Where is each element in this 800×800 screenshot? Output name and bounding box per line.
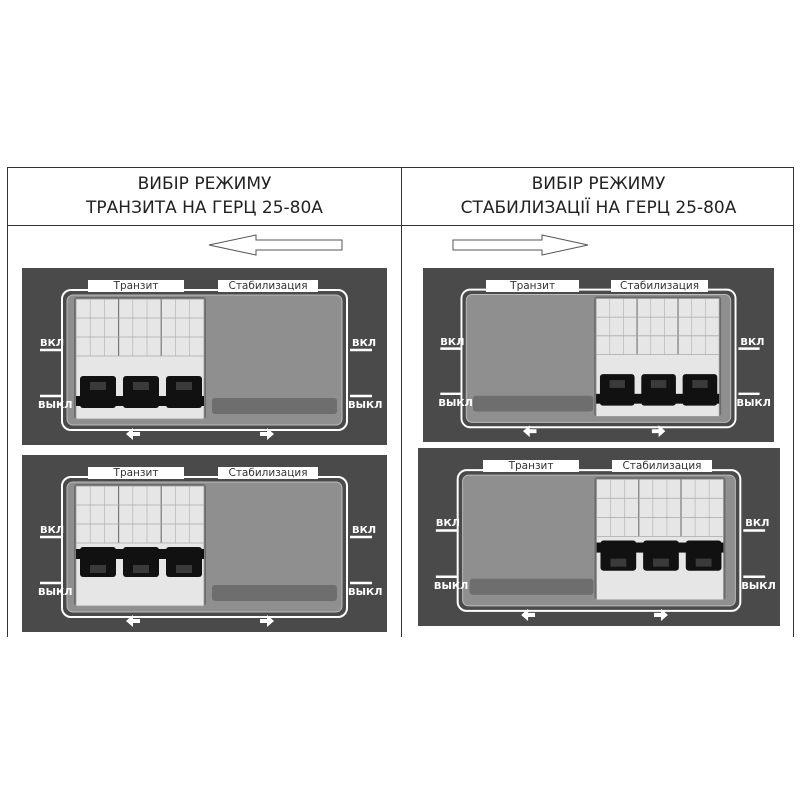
tab-transit-label: Транзит [88,467,184,479]
right-on-label: ВКЛ [745,518,770,530]
right-arrow-icon [452,234,589,256]
breaker-handle [166,376,202,408]
stab-title-line1: ВИБІР РЕЖИМУ [531,174,666,194]
left-on-label: ВКЛ [40,525,65,536]
panel-drawing [40,476,372,627]
transit-title-line1: ВИБІР РЕЖИМУ [137,174,272,194]
right-off-label: ВЫКЛ [348,587,383,598]
left-on-label: ВКЛ [40,338,65,349]
breaker-handle [600,540,637,571]
breaker-body [596,478,724,601]
breaker-handle [166,547,202,577]
din-rail-shelf [212,398,337,414]
tab-transit-label: Транзит [486,279,579,292]
stab-title-line2: СТАБИЛИЗАЦІЇ НА ГЕРЦ 25-80А [460,198,737,218]
breaker-handle [599,374,635,406]
breaker-handle [123,547,159,577]
tab-stab-label: Стабилизация [612,460,712,473]
right-nav-arrow-icon [260,615,274,627]
window-frame [460,288,737,429]
header-divider [8,225,793,226]
left-nav-arrow-icon [521,608,536,621]
breaker-handle [123,376,159,408]
breaker-body [75,485,205,607]
transit-header: ВИБІР РЕЖИМУ ТРАНЗИТА НА ГЕРЦ 25-80А [8,172,401,220]
breaker-handle [682,374,718,406]
right-on-label: ВКЛ [740,336,765,348]
right-off-label: ВЫКЛ [741,580,776,592]
stab-header: ВИБІР РЕЖИМУ СТАБИЛИЗАЦІЇ НА ГЕРЦ 25-80А [402,172,795,220]
left-nav-arrow-icon [523,425,537,438]
tab-stab-label: Стабилизация [218,467,318,479]
left-off-label: ВЫКЛ [38,587,73,598]
left-nav-arrow-icon [126,615,140,627]
tab-transit-label: Транзит [483,460,579,473]
left-on-label: ВКЛ [440,336,465,348]
tab-stab-label: Стабилизация [611,279,708,292]
window-frame [456,469,742,612]
breaker-handle [80,547,116,577]
panel-drawing [440,288,760,438]
panel-drawing [40,289,372,440]
tab-stab-label: Стабилизация [218,280,318,292]
din-rail-shelf [212,585,337,601]
right-on-label: ВКЛ [352,338,377,349]
panel-drawing [435,469,766,621]
breaker-handle [80,376,116,408]
right-off-label: ВЫКЛ [736,397,771,409]
left-off-label: ВЫКЛ [433,580,469,592]
left-off-label: ВЫКЛ [38,400,73,411]
transit-title-line2: ТРАНЗИТА НА ГЕРЦ 25-80А [86,198,323,218]
left-arrow-icon [208,234,343,256]
right-off-label: ВЫКЛ [348,400,383,411]
right-on-label: ВКЛ [352,525,377,536]
breaker-handle [685,540,722,571]
tab-transit-label: Транзит [88,280,184,292]
breaker-handle [643,540,679,571]
window-frame [61,476,348,618]
breaker-handle [641,374,676,406]
din-rail-shelf [469,578,594,595]
din-rail-shelf [473,395,594,412]
left-nav-arrow-icon [126,428,140,440]
right-nav-arrow-icon [654,608,668,621]
right-nav-arrow-icon [260,428,274,440]
mode-table: ВИБІР РЕЖИМУ ТРАНЗИТА НА ГЕРЦ 25-80А ВИБ… [7,167,794,637]
window-frame [61,289,348,431]
column-divider [401,168,402,637]
left-off-label: ВЫКЛ [438,397,473,409]
left-on-label: ВКЛ [435,518,460,530]
